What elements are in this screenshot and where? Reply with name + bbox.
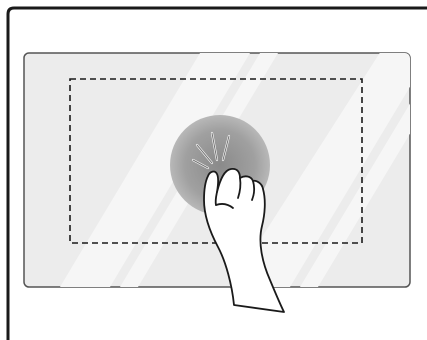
- tap-instruction-illustration: [0, 0, 427, 340]
